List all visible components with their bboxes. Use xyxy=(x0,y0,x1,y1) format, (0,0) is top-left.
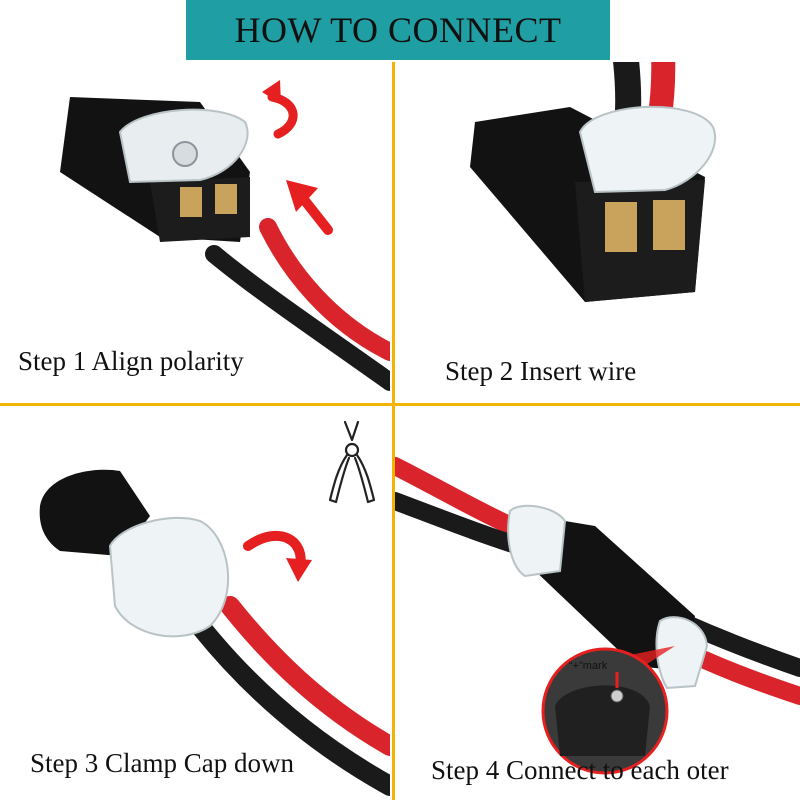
step-3-panel: Step 3 Clamp Cap down xyxy=(0,406,390,800)
pliers-icon xyxy=(328,420,376,504)
curved-arrow-icon xyxy=(262,80,298,139)
step-3-illustration xyxy=(39,420,390,796)
plus-mark-label: “+”mark xyxy=(569,660,608,672)
step-1-panel: Step 1 Align polarity xyxy=(0,62,390,402)
step-1-illustration xyxy=(60,80,390,391)
horizontal-divider xyxy=(0,403,800,406)
mark-inset xyxy=(541,646,675,775)
step-4-illustration xyxy=(395,457,800,775)
up-arrow-icon xyxy=(286,180,333,235)
vertical-divider xyxy=(392,62,395,800)
title-banner: HOW TO CONNECT xyxy=(186,0,610,60)
step-2-panel: Step 2 Insert wire xyxy=(395,62,800,402)
step-1-caption: Step 1 Align polarity xyxy=(18,346,244,376)
step-4-caption: Step 4 Connect to each oter xyxy=(431,755,729,785)
step-2-caption: Step 2 Insert wire xyxy=(445,356,637,386)
page-title: HOW TO CONNECT xyxy=(234,10,562,50)
curved-arrow-icon xyxy=(243,530,312,582)
step-4-panel: “+”mark Step 4 Connect to each oter xyxy=(395,406,800,800)
step-2-illustration xyxy=(470,62,716,302)
step-3-caption: Step 3 Clamp Cap down xyxy=(30,748,294,778)
